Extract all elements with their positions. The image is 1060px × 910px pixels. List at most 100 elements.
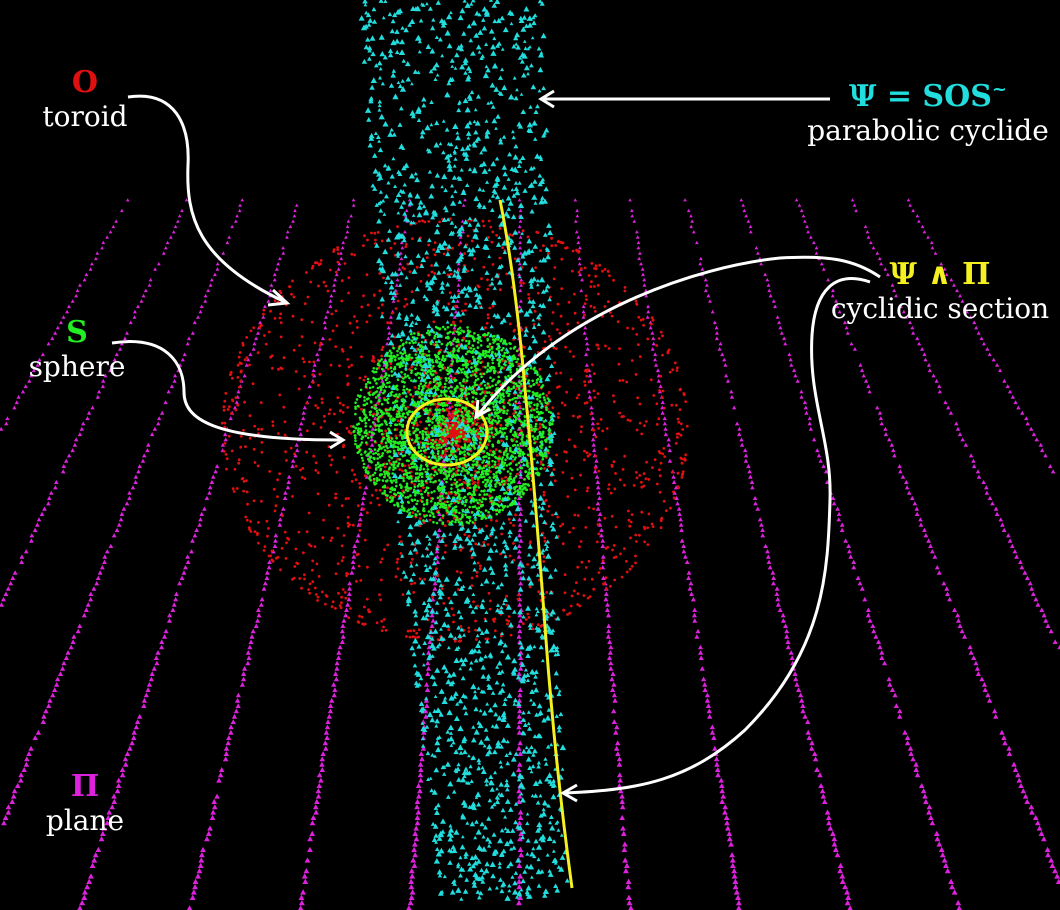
plane-point bbox=[724, 373, 729, 378]
plane-point bbox=[842, 884, 849, 890]
toroid-point bbox=[551, 311, 555, 314]
plane-point bbox=[437, 527, 442, 532]
plane-point bbox=[887, 682, 893, 687]
cyclide-point bbox=[466, 540, 473, 546]
toroid-point bbox=[584, 526, 588, 529]
toroid-point bbox=[542, 244, 545, 248]
toroid-point bbox=[459, 319, 463, 323]
toroid-point bbox=[350, 479, 354, 483]
cyclide-point bbox=[549, 742, 554, 747]
plane-point bbox=[74, 293, 79, 298]
cyclide-point bbox=[398, 283, 403, 287]
cyclide-point bbox=[397, 311, 402, 316]
toroid-point bbox=[472, 600, 475, 604]
cyclide-point bbox=[531, 334, 536, 338]
cyclide-point bbox=[365, 37, 371, 42]
plane-point bbox=[292, 214, 297, 218]
cyclide-point bbox=[429, 183, 435, 189]
toroid-point bbox=[475, 574, 479, 578]
cyclide-point bbox=[373, 63, 379, 68]
plane-point bbox=[307, 394, 312, 399]
toroid-point bbox=[398, 468, 402, 471]
cyclide-point bbox=[465, 130, 472, 136]
plane-point bbox=[681, 549, 687, 554]
plane-point bbox=[141, 703, 147, 708]
plane-point bbox=[912, 501, 918, 506]
cyclide-point bbox=[434, 707, 442, 713]
plane-point bbox=[204, 495, 210, 500]
toroid-point bbox=[330, 312, 334, 316]
cyclide-point bbox=[428, 550, 434, 556]
plane-point bbox=[1007, 538, 1013, 543]
plane-point bbox=[97, 389, 102, 394]
toroid-point bbox=[291, 495, 294, 498]
cyclide-point bbox=[555, 645, 560, 649]
toroid-point bbox=[578, 545, 581, 549]
cyclide-point bbox=[434, 667, 441, 673]
cyclide-point bbox=[402, 182, 407, 187]
cyclide-point bbox=[473, 286, 479, 291]
plane-point bbox=[976, 474, 982, 479]
cyclide-point bbox=[542, 519, 547, 524]
plane-point bbox=[277, 517, 283, 522]
toroid-point bbox=[555, 453, 558, 457]
toroid-point bbox=[241, 477, 245, 480]
plane-point bbox=[1052, 639, 1058, 644]
plane-point bbox=[86, 878, 93, 884]
cyclide-point bbox=[475, 633, 480, 638]
plane-point bbox=[127, 490, 132, 495]
plane-point bbox=[35, 729, 42, 735]
plane-point bbox=[207, 485, 213, 490]
cyclide-point bbox=[539, 532, 544, 537]
toroid-point bbox=[517, 593, 521, 597]
plane-point bbox=[739, 198, 744, 202]
toroid-point bbox=[464, 302, 467, 306]
plane-point bbox=[132, 315, 137, 319]
plane-point bbox=[915, 214, 920, 218]
cyclide-point bbox=[531, 318, 536, 322]
toroid-point bbox=[408, 368, 411, 371]
toroid-point bbox=[549, 338, 553, 341]
cyclide-point bbox=[463, 710, 469, 716]
plane-point bbox=[345, 602, 351, 607]
plane-point bbox=[684, 559, 690, 564]
cyclide-point bbox=[528, 182, 535, 188]
cyclide-point bbox=[435, 73, 440, 77]
cyclide-point bbox=[452, 694, 457, 699]
cyclide-point bbox=[511, 845, 517, 850]
toroid-point bbox=[377, 402, 380, 406]
plane-point bbox=[134, 719, 141, 724]
plane-point bbox=[998, 517, 1004, 522]
cyclide-point bbox=[540, 329, 547, 335]
toroid-point bbox=[313, 586, 317, 590]
plane-point bbox=[149, 671, 155, 676]
plane-point bbox=[771, 575, 777, 580]
plane-point bbox=[753, 501, 758, 506]
plane-point bbox=[958, 293, 962, 298]
plane-point bbox=[285, 485, 291, 490]
cyclide-point bbox=[437, 591, 442, 596]
toroid-point bbox=[249, 530, 253, 533]
plane-point bbox=[339, 251, 343, 255]
cyclide-point bbox=[552, 431, 557, 435]
toroid-point bbox=[331, 329, 335, 333]
toroid-point bbox=[411, 395, 415, 398]
plane-point bbox=[606, 612, 611, 618]
plane-point bbox=[246, 655, 252, 660]
toroid-point bbox=[298, 577, 302, 580]
plane-point bbox=[516, 820, 523, 826]
cyclide-point bbox=[482, 543, 487, 547]
plane-point bbox=[952, 607, 957, 612]
cyclide-point bbox=[411, 268, 418, 274]
toroid-point bbox=[327, 412, 331, 416]
cyclide-point bbox=[535, 104, 540, 109]
plane-point bbox=[922, 352, 927, 357]
toroid-point bbox=[562, 608, 565, 612]
plane-point bbox=[981, 479, 986, 484]
cyclide-point bbox=[556, 724, 562, 730]
cyclide-point bbox=[541, 658, 545, 663]
plane-point bbox=[8, 581, 14, 586]
plane-point bbox=[748, 474, 753, 479]
plane-point bbox=[114, 352, 119, 357]
toroid-point bbox=[435, 405, 439, 409]
